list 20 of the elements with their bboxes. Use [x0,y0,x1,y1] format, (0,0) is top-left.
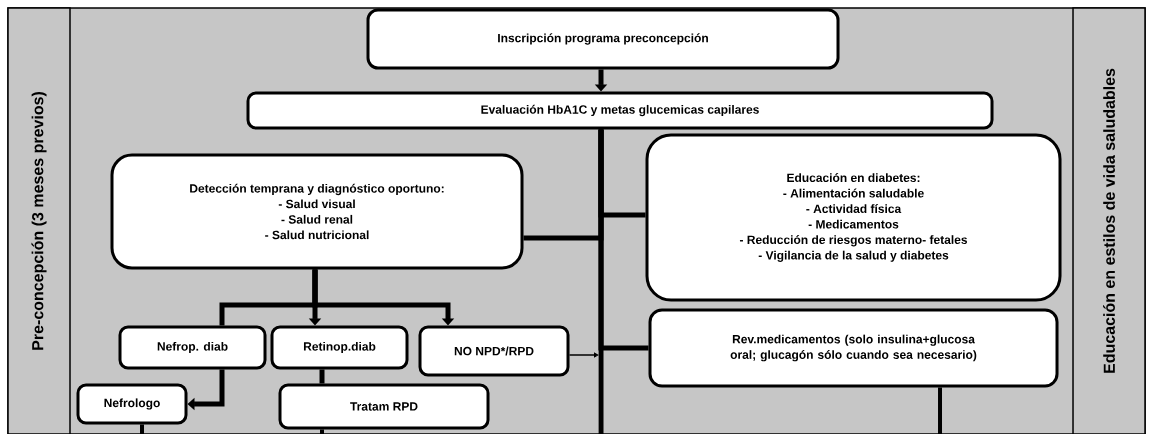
process-box: Nefrologo [76,383,188,425]
connector [319,369,325,384]
process-box: Evaluación HbA1C y metas glucemicas capilares [246,91,994,130]
phase-band: Pre-concepción (3 meses previos) [7,7,71,434]
connector [187,369,225,411]
connector [598,129,604,434]
process-box: Tratam RPD [278,383,490,430]
connector [312,269,455,326]
connector [938,387,942,434]
phase-band: Educación en estilos de vida saludables [1072,7,1146,434]
process-box: Rev.medicamentos (solo insulina+glucosa oral; glucagón sólo cuando sea necesario) [648,308,1059,388]
process-box: NO NPD*/RPD [418,325,570,377]
process-box: Inscripción programa preconcepción [366,8,840,70]
connector [320,429,324,434]
connector [568,352,599,358]
process-box: Educación en diabetes: - Alimentación saludable - Actividad física - Medicamentos - Reducción de riesgos materno- fetales - Vigilancia de la salud y diabetes [645,133,1062,302]
process-box: Retinop.diab [270,325,409,370]
connector [140,424,144,434]
process-box: Nefrop. diab [118,325,267,370]
process-box: Detección temprana y diagnóstico oportuno: - Salud visual - Salud renal - Salud nutricional [110,153,524,270]
